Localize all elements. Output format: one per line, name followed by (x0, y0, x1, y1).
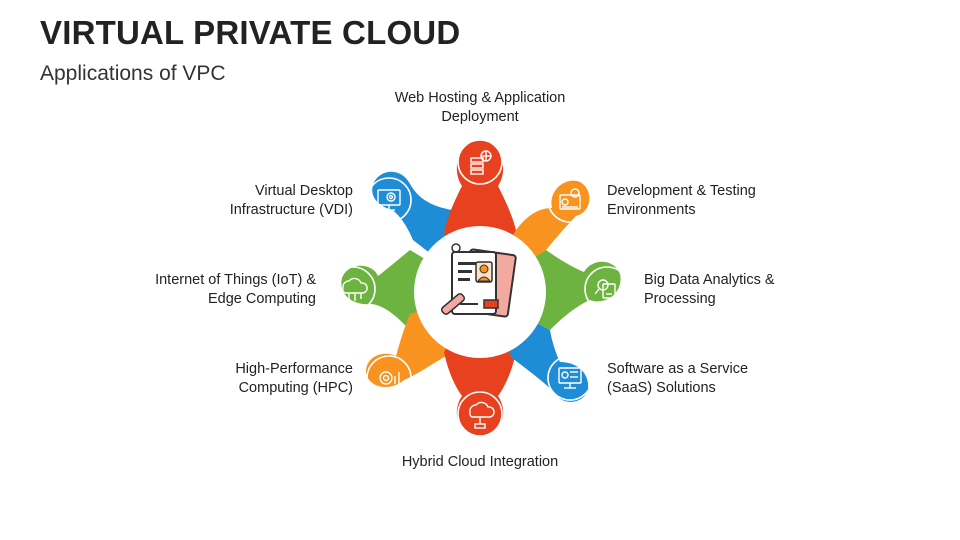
label-hpc-line-1: High-Performance (235, 361, 353, 377)
slide-title: VIRTUAL PRIVATE CLOUD (40, 14, 461, 51)
node-big-data (584, 266, 630, 312)
label-hybrid-cloud: Hybrid Cloud Integration (370, 453, 590, 472)
label-vdi: Virtual Desktop Infrastructure (VDI) (173, 182, 353, 220)
node-saas (547, 355, 593, 401)
node-dev-testing (547, 177, 593, 223)
document-profile-pen-icon (440, 243, 517, 318)
label-iot: Internet of Things (IoT) & Edge Computin… (116, 271, 316, 309)
code-gear-icon (559, 188, 581, 210)
label-saas: Software as a Service (SaaS) Solutions (607, 360, 748, 398)
label-saas-line-1: Software as a Service (607, 361, 749, 377)
label-big-data-line-2: Processing (644, 291, 716, 307)
label-vdi-line-2: Infrastructure (VDI) (229, 202, 353, 218)
label-dev-testing-line-1: Development & Testing (607, 183, 756, 199)
node-hybrid-cloud (457, 391, 503, 437)
label-saas-line-2: (SaaS) Solutions (607, 380, 716, 396)
label-web-hosting-line-1: Web Hosting & Application (394, 90, 566, 106)
label-dev-testing-line-2: Environments (607, 202, 696, 218)
label-web-hosting-line-2: Deployment (441, 109, 519, 125)
label-hybrid-cloud-line-1: Hybrid Cloud Integration (401, 454, 559, 470)
label-iot-line-1: Internet of Things (IoT) & (155, 272, 316, 288)
cloud-circuit-icon (342, 277, 368, 301)
gear-chart-icon (379, 371, 400, 385)
cloud-network-icon (469, 401, 495, 429)
label-big-data-line-1: Big Data Analytics & (644, 272, 775, 288)
label-vdi-line-1: Virtual Desktop (254, 183, 353, 199)
node-vdi (366, 177, 412, 223)
label-dev-testing: Development & Testing Environments (607, 182, 756, 220)
dashboard-monitor-icon (558, 367, 582, 389)
monitor-gear-icon (377, 189, 401, 211)
label-big-data: Big Data Analytics & Processing (644, 271, 775, 309)
server-globe-icon (470, 150, 492, 175)
node-hpc (366, 355, 412, 401)
label-web-hosting: Web Hosting & Application Deployment (380, 89, 580, 127)
node-iot (330, 266, 376, 312)
label-hpc: High-Performance Computing (HPC) (173, 360, 353, 398)
slide-subtitle: Applications of VPC (40, 62, 226, 85)
label-iot-line-2: Edge Computing (207, 291, 316, 307)
node-web-hosting (457, 139, 503, 185)
label-hpc-line-2: Computing (HPC) (238, 380, 353, 396)
data-magnifier-icon (594, 279, 616, 299)
